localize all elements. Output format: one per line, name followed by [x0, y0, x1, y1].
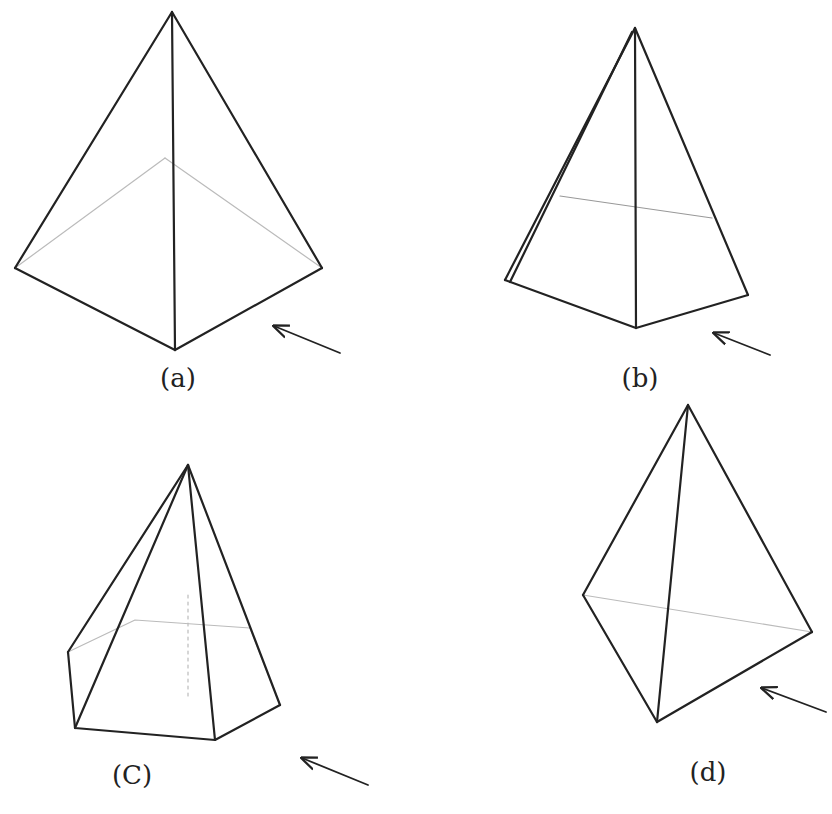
pentagonal-pyramid [505, 28, 770, 355]
figure-label: (a) [160, 364, 196, 393]
hexagonal-pyramid [68, 465, 368, 785]
figure-label: (b) [622, 364, 659, 393]
figure-label: (d) [690, 758, 727, 787]
triangular-pyramid [583, 405, 826, 722]
square-pyramid [15, 12, 340, 353]
figure-label: (C) [112, 761, 152, 790]
